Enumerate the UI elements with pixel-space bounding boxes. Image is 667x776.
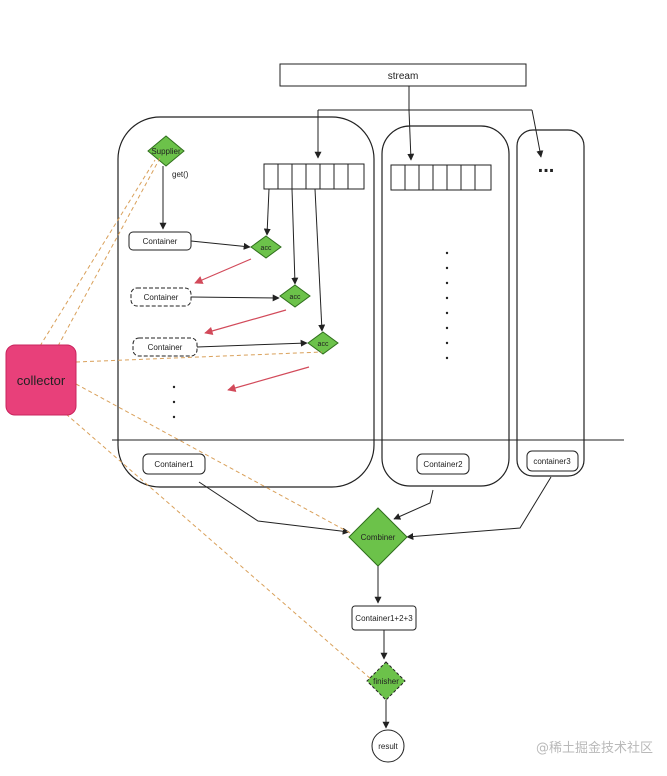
array-to-acc-2-arrow [291, 188, 299, 285]
partition-2-vertical-dots [445, 251, 449, 360]
acc-1-label: acc [261, 245, 272, 252]
collector-box [5, 344, 77, 416]
stream-arrow-3 [531, 109, 544, 158]
container-to-acc-1-arrow [190, 240, 251, 250]
container1-to-combiner-arrow [198, 481, 350, 535]
element-array-1 [263, 163, 365, 190]
container-dashed-1-label: Container [144, 293, 179, 302]
collector-links [39, 157, 373, 681]
result-label: result [378, 742, 398, 751]
acc-2-return-arrow [204, 309, 287, 335]
container123-label: Container1+2+3 [355, 614, 413, 623]
container-dashed-2-label: Container [148, 343, 183, 352]
container1-label: Container1 [154, 460, 194, 469]
partition-1 [117, 116, 375, 488]
array-to-acc-3-arrow [314, 188, 326, 332]
collector-label: collector [17, 373, 66, 388]
container-dashed-2 [132, 337, 198, 357]
container3-label: container3 [533, 457, 571, 466]
partition-1-vertical-dots [172, 385, 176, 419]
finisher-diamond [366, 661, 406, 701]
element-array-2 [390, 164, 492, 191]
container2-to-combiner-arrow [393, 489, 434, 520]
container2-label: Container2 [423, 460, 463, 469]
container2-box [416, 453, 470, 475]
acc-diamond-3 [307, 331, 339, 355]
container-to-acc-2-arrow [190, 294, 280, 302]
acc-3-label: acc [318, 341, 329, 348]
acc-diamond-2 [279, 284, 311, 308]
acc-1-return-arrow [194, 258, 252, 284]
combiner-label: Combiner [361, 533, 396, 542]
watermark: @稀土掘金技术社区 [535, 741, 653, 756]
array-to-acc-1-arrow [263, 188, 271, 236]
acc-2-label: acc [290, 294, 301, 301]
finisher-label: finisher [373, 677, 399, 686]
container-label: Container [143, 237, 178, 246]
partition-3-ellipsis: ... [538, 155, 555, 177]
partition-3 [516, 129, 585, 477]
supplier-label: Supplier [151, 147, 181, 156]
container1-box [142, 453, 206, 475]
supplier-diamond [147, 135, 185, 167]
result-circle [371, 729, 405, 763]
container-to-acc-3-arrow [196, 339, 308, 348]
partition-2 [381, 125, 510, 487]
acc-diamond-1 [250, 235, 282, 259]
stream-arrow-2 [407, 109, 415, 161]
stream-box [279, 63, 527, 87]
container3-box [526, 450, 579, 472]
stream-label: stream [388, 71, 419, 82]
container3-to-combiner-arrow [406, 476, 552, 540]
get-label: get() [172, 170, 189, 179]
acc-3-return-arrow [227, 366, 310, 392]
